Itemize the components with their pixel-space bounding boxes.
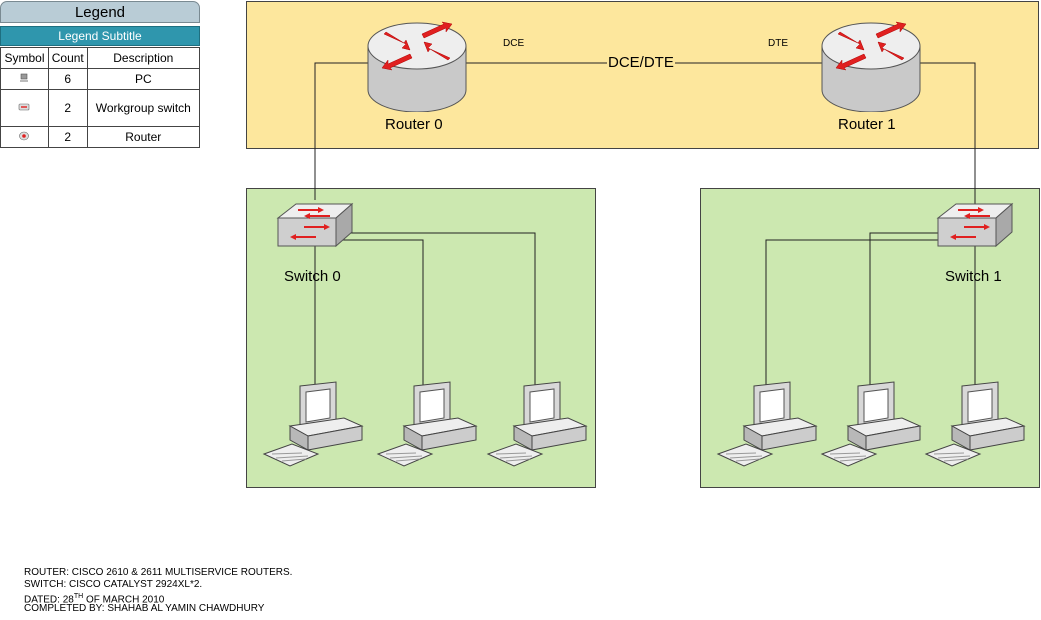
legend-table: Symbol Count Description 6 PC 2 Workgrou… (0, 47, 201, 148)
pc-icon (376, 381, 478, 467)
legend-description: Router (86, 126, 201, 148)
legend-description: Workgroup switch (86, 89, 201, 127)
legend-subtitle: Legend Subtitle (0, 26, 200, 46)
switch-0-icon (276, 202, 354, 248)
pc-icon (20, 73, 29, 82)
router-0-label: Router 0 (385, 116, 443, 133)
legend-row: 6 PC (0, 68, 201, 90)
legend-title: Legend (0, 1, 200, 23)
note-date-sup: TH (73, 593, 84, 600)
note-author: COMPLETED BY: SHAHAB AL YAMIN CHAWDHURY (24, 603, 265, 614)
dce-label: DCE (503, 38, 525, 49)
switch-icon (19, 103, 30, 110)
note-date-prefix: DATED: 28 (24, 594, 74, 606)
legend-description: PC (86, 68, 201, 90)
legend-count: 2 (47, 89, 88, 127)
note-date: DATED: 28TH OF MARCH 2010 (24, 591, 292, 606)
dte-label: DTE (768, 38, 788, 49)
pc-icon (924, 381, 1026, 467)
legend-symbol-cell (0, 68, 49, 90)
pc-icon (820, 381, 922, 467)
switch-0-label: Switch 0 (284, 268, 341, 285)
pc-icon (716, 381, 818, 467)
legend-row: 2 Router (0, 126, 201, 148)
legend-header-count: Count (47, 47, 88, 69)
router-icon (19, 131, 30, 141)
diagram-notes: ROUTER: CISCO 2610 & 2611 MULTISERVICE R… (24, 567, 292, 615)
switch-1-label: Switch 1 (945, 268, 1002, 285)
note-switch: SWITCH: CISCO CATALYST 2924XL*2. (24, 579, 203, 590)
legend-count: 2 (47, 126, 88, 148)
switch-1-icon (936, 202, 1014, 248)
legend-symbol-cell (0, 126, 49, 148)
router-1-icon (821, 21, 921, 112)
legend-header-symbol: Symbol (0, 47, 49, 69)
legend-count: 6 (47, 68, 88, 90)
link-label: DCE/DTE (607, 54, 675, 71)
router-0-icon (367, 21, 467, 112)
pc-icon (486, 381, 588, 467)
legend: Legend Legend Subtitle Symbol Count Desc… (0, 1, 201, 149)
router-1-label: Router 1 (838, 116, 896, 133)
legend-header-description: Description (86, 47, 201, 69)
legend-row: 2 Workgroup switch (0, 89, 201, 127)
note-date-suffix: OF MARCH 2010 (83, 594, 165, 606)
note-router: ROUTER: CISCO 2610 & 2611 MULTISERVICE R… (24, 567, 293, 578)
legend-symbol-cell (0, 89, 49, 127)
legend-header-row: Symbol Count Description (0, 47, 201, 69)
pc-icon (262, 381, 364, 467)
